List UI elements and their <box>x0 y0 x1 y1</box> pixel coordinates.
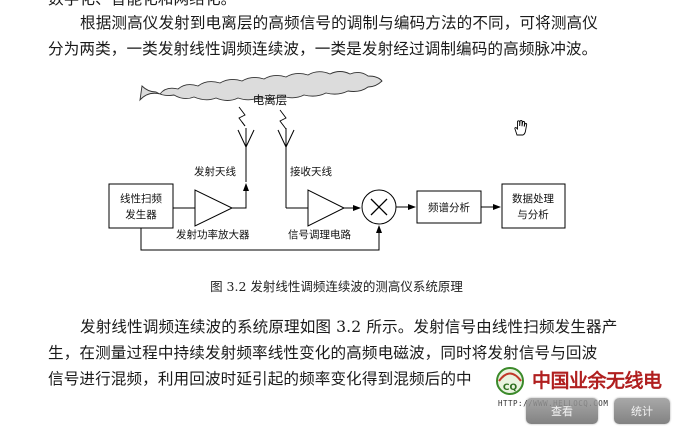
spectrum-analysis-label: 频谱分析 <box>428 201 470 214</box>
rx-antenna-label: 接收天线 <box>290 165 332 178</box>
data-processing-block: 数据处理 与分析 <box>501 183 566 229</box>
sweep-generator-label-1: 线性扫频 <box>120 192 162 205</box>
signal-conditioning-label: 信号调理电路 <box>288 228 351 241</box>
tx-antenna-label: 发射天线 <box>194 165 236 178</box>
watermark-name: 中国业余无线电 <box>532 370 662 392</box>
power-amplifier-label: 发射功率放大器 <box>176 228 250 241</box>
data-processing-label-1: 数据处理 <box>512 192 554 205</box>
paragraph-1-line-2: 分为两类，一类发射线性调频连续波，一类是发射经过调制编码的高频脉冲波。 <box>48 40 598 58</box>
paragraph-1-line-1: 根据测高仪发射到电离层的高频信号的调制与编码方法的不同，可将测高仪 <box>80 14 598 32</box>
hand-cursor-icon <box>514 119 528 136</box>
tx-antenna-icon <box>237 128 255 182</box>
figure-caption: 图 3.2 发射线性调频连续波的测高仪系统原理 <box>210 279 463 294</box>
stats-button[interactable]: 统计 <box>614 398 670 424</box>
paragraph-2-line-1: 发射线性调频连续波的系统原理如图 3.2 所示。发射信号由线性扫频发生器产 <box>80 318 618 336</box>
amplifier-icon <box>173 183 249 227</box>
ionosphere-cloud: 电离层 <box>139 71 383 107</box>
watermark-logo: CQ 中国业余无线电 <box>494 364 662 396</box>
ionosphere-label: 电离层 <box>253 93 288 107</box>
rx-antenna-icon <box>277 128 295 208</box>
sweep-generator-block: 线性扫频 发生器 <box>108 183 174 229</box>
view-button[interactable]: 查看 <box>526 398 598 424</box>
signal-conditioning-amplifier <box>286 189 361 227</box>
sweep-generator-label-2: 发生器 <box>125 208 157 221</box>
paragraph-2-line-3: 信号进行混频，利用回波时延引起的频率变化得到混频后的中 <box>48 370 472 388</box>
top-text-fragment: 数字化、智能化和网络化。 <box>48 0 648 11</box>
data-processing-label-2: 与分析 <box>517 208 549 221</box>
paragraph-2-line-2: 生，在测量过程中持续发射频率线性变化的高频电磁波，同时将发射信号与回波 <box>48 344 598 362</box>
spectrum-analysis-block: 频谱分析 <box>416 190 482 224</box>
watermark-badge: CQ <box>503 383 518 393</box>
multiplier-icon <box>361 189 397 225</box>
